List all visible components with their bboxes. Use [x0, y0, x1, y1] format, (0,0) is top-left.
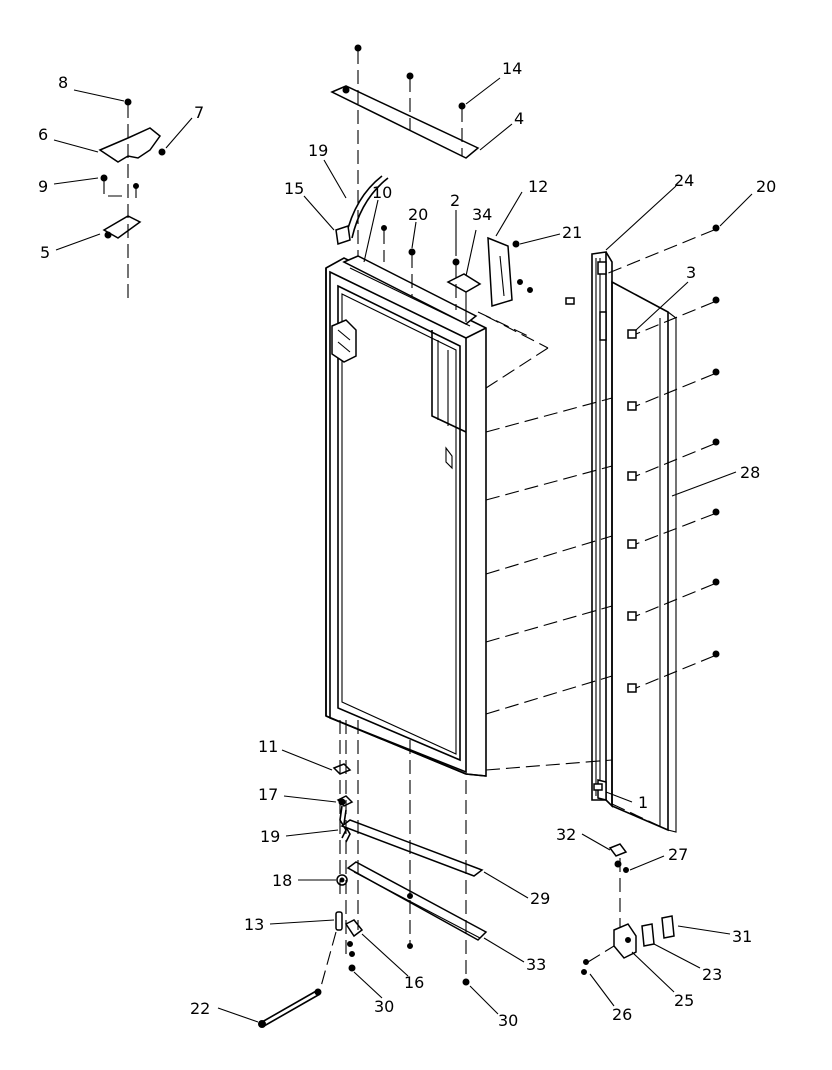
top-right-brackets	[446, 236, 575, 389]
callout-2: 2	[450, 191, 460, 210]
callout-15: 15	[284, 179, 304, 198]
callout-16: 16	[404, 973, 424, 992]
callout-31: 31	[732, 927, 752, 946]
callout-26: 26	[612, 1005, 632, 1024]
top-hinge-assembly	[98, 98, 166, 300]
callout-11: 11	[258, 737, 278, 756]
callout-22: 22	[190, 999, 210, 1018]
callout-12: 12	[528, 177, 548, 196]
callout-labels: 8 6 7 9 5 14 4 19 15 10 20 2 34 12 21 24…	[38, 59, 776, 1030]
callout-20-mid: 20	[408, 205, 428, 224]
callout-19-bottom: 19	[260, 827, 280, 846]
callout-1: 1	[638, 793, 648, 812]
callout-21: 21	[562, 223, 582, 242]
callout-8: 8	[58, 73, 68, 92]
callout-17: 17	[258, 785, 278, 804]
callout-25: 25	[674, 991, 694, 1010]
top-strap	[330, 44, 480, 260]
callout-30-left: 30	[374, 997, 394, 1016]
side-panel	[485, 224, 720, 833]
callout-33: 33	[526, 955, 546, 974]
callout-14: 14	[502, 59, 522, 78]
callout-5: 5	[40, 243, 50, 262]
callout-24: 24	[674, 171, 694, 190]
callout-4: 4	[514, 109, 524, 128]
callout-27: 27	[668, 845, 688, 864]
callout-6: 6	[38, 125, 48, 144]
callout-29: 29	[530, 889, 550, 908]
callout-9: 9	[38, 177, 48, 196]
callout-28: 28	[740, 463, 760, 482]
callout-30-right: 30	[498, 1011, 518, 1030]
callout-18: 18	[272, 871, 292, 890]
bottom-hardware	[258, 720, 488, 1028]
bottom-hinge-assembly	[581, 843, 675, 975]
callout-10: 10	[372, 183, 392, 202]
leader-lines	[53, 77, 753, 1023]
callout-23: 23	[702, 965, 722, 984]
callout-3: 3	[686, 263, 696, 282]
callout-7: 7	[194, 103, 204, 122]
callout-20-right: 20	[756, 177, 776, 196]
gasket-strip	[591, 251, 613, 808]
callout-13: 13	[244, 915, 264, 934]
callout-34: 34	[472, 205, 492, 224]
callout-32: 32	[556, 825, 576, 844]
upper-wire	[335, 175, 416, 296]
door-panel	[325, 255, 487, 777]
callout-19-top: 19	[308, 141, 328, 160]
